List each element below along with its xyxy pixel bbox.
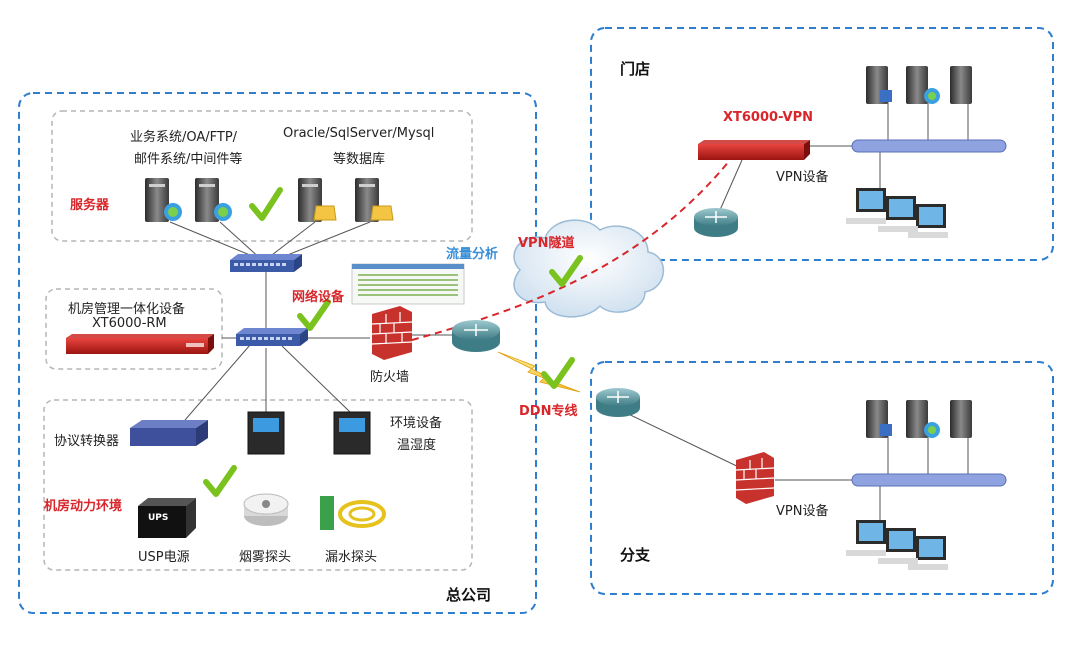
rm-device-line2: XT6000-RM: [92, 316, 167, 331]
server-icon: [950, 66, 972, 104]
router-icon: [694, 208, 738, 237]
servers-box: [51, 110, 473, 242]
check-icon: [249, 187, 283, 221]
hq-links: [169, 221, 456, 421]
traffic-analysis-label: 流量分析: [446, 247, 499, 262]
traffic-analysis-thumbnail: [351, 263, 465, 305]
branch-region: [590, 361, 1054, 595]
server-icon: [866, 66, 892, 104]
servers-section-label: 服务器: [70, 198, 110, 213]
store-region-label: 门店: [620, 60, 651, 78]
ups-label: USP电源: [138, 550, 190, 565]
server-icon: [906, 400, 940, 438]
servers-group1-line2: 邮件系统/中间件等: [134, 152, 243, 167]
temp-humidity-monitor-icon: [333, 411, 371, 455]
vpn-tunnel-line: [411, 159, 731, 341]
ups-badge: UPS: [148, 513, 168, 523]
check-icon: [541, 357, 575, 389]
vpn-tunnel-label: VPN隧道: [518, 236, 575, 251]
access-switch-icon: [236, 328, 308, 346]
xt6000-vpn-title: XT6000-VPN: [723, 110, 813, 125]
servers-group1-line1: 业务系统/OA/FTP/: [130, 130, 238, 145]
workstations-icon: [846, 188, 948, 238]
check-icon: [297, 299, 331, 331]
check-icon: [203, 465, 237, 497]
core-switch-icon: [230, 254, 302, 272]
water-leak-label: 漏水探头: [325, 550, 378, 565]
env-monitor-icon: [247, 411, 285, 455]
hq-region-label: 总公司: [446, 586, 492, 604]
router-icon: [452, 320, 500, 352]
rm-device-line1: 机房管理一体化设备: [68, 302, 186, 317]
server-icon: [866, 400, 892, 438]
remote-links: [619, 100, 969, 530]
firewall-icon: [735, 452, 775, 504]
xt6000-rm-device-icon: [66, 334, 214, 354]
check-icon: [549, 255, 583, 287]
server-icon: [145, 178, 182, 222]
water-leak-sensor-icon: [320, 496, 386, 530]
rm-device-box: [45, 288, 223, 370]
firewall-icon: [371, 306, 413, 360]
xt6000-vpn-device-icon: [698, 140, 810, 160]
servers-group2-line2: 等数据库: [333, 152, 386, 167]
ups-icon: UPS: [138, 498, 196, 538]
ddn-line-label: DDN专线: [519, 404, 578, 419]
database-server-icon: [355, 178, 394, 222]
protocol-converter-icon: [130, 420, 208, 446]
env-device-line2: 温湿度: [397, 438, 437, 453]
smoke-detector-icon: [243, 493, 289, 526]
database-server-icon: [298, 178, 337, 222]
network-devices-label: 网络设备: [292, 290, 345, 305]
branch-region-label: 分支: [620, 546, 651, 564]
store-lan-bus: [851, 139, 1007, 153]
store-region: [590, 27, 1054, 261]
smoke-detector-label: 烟雾探头: [239, 550, 292, 565]
branch-lan-bus: [851, 473, 1007, 487]
server-icon: [950, 400, 972, 438]
env-section-label: 机房动力环境: [44, 499, 123, 514]
workstations-icon: [846, 520, 948, 570]
firewall-label: 防火墙: [370, 370, 410, 385]
hq-region: [18, 92, 537, 614]
server-icon: [195, 178, 232, 222]
env-device-line1: 环境设备: [390, 416, 443, 431]
env-box: [43, 399, 473, 571]
ddn-bolt-icon: [497, 351, 581, 393]
server-icon: [906, 66, 940, 104]
router-icon: [596, 388, 640, 417]
protocol-converter-label: 协议转换器: [54, 434, 120, 449]
servers-group2-line1: Oracle/SqlServer/Mysql: [283, 126, 435, 141]
store-vpn-device-label: VPN设备: [776, 170, 829, 185]
branch-vpn-device-label: VPN设备: [776, 504, 829, 519]
